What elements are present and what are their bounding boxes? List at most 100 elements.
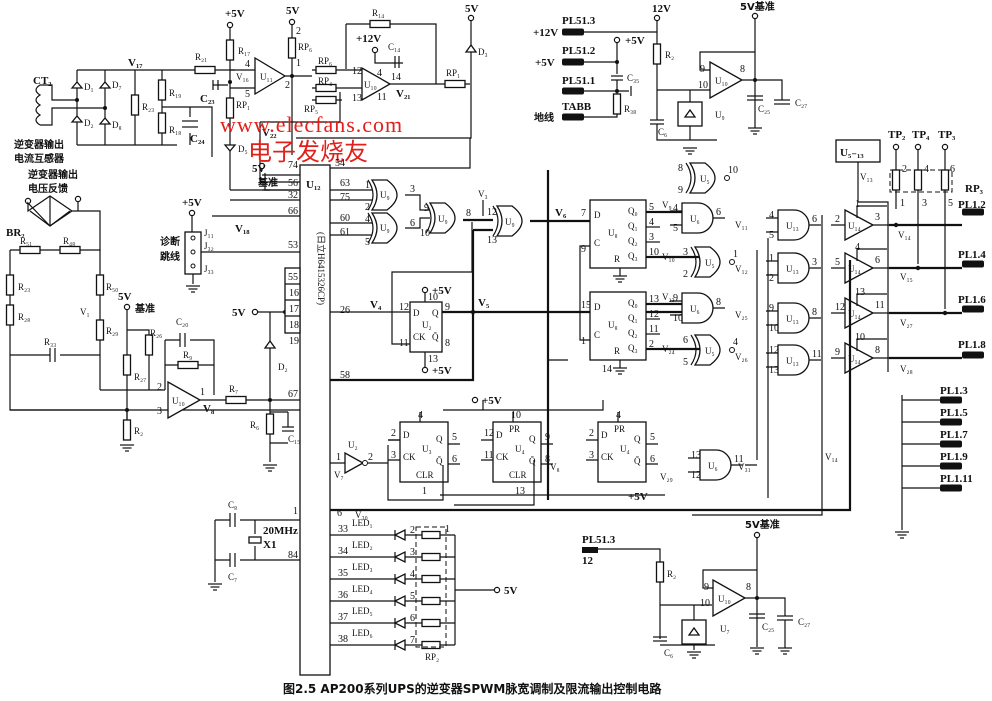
- ref-b-c27: C₂₇: [798, 617, 810, 627]
- r51-label: R₅₁: [20, 236, 32, 246]
- tp2-label: TP₂: [888, 129, 906, 141]
- counter-r-label: R: [614, 346, 620, 356]
- u13c-label: U₁₃: [786, 314, 799, 324]
- reference-bottom-section: PL51.3 12 R₂ C₆ U₇ 5V基准 U₁₀ 9 10 8 C₂₅ C…: [582, 518, 810, 659]
- diode-d7-icon: [98, 80, 112, 89]
- ground-plug-1: [940, 418, 962, 426]
- c14-label: C₁₄: [388, 42, 400, 52]
- v28-label: V₂₈: [900, 364, 913, 374]
- d8-label: D₈: [112, 120, 122, 130]
- ff-pin-ck: 11: [484, 450, 494, 461]
- led-3-label: LED₄: [352, 584, 373, 594]
- led-4-icon: [393, 616, 406, 630]
- u9b-p4: 4: [365, 214, 370, 225]
- v29-label: V₂₉: [660, 472, 673, 482]
- fb-pin1: 1: [200, 387, 205, 398]
- u14c-out: 11: [875, 300, 885, 311]
- flipflop-2: [597, 421, 647, 483]
- u10-pin12: 12: [352, 66, 362, 77]
- u9b-p6: 6: [410, 218, 415, 229]
- led-rp-common: 1: [445, 524, 450, 535]
- v18-label: V₁₈: [235, 223, 250, 235]
- ff-qn: Q̄: [436, 456, 443, 466]
- v6-label: V₆: [555, 207, 567, 219]
- opamp-u11-icon: [254, 56, 287, 96]
- u10-pin13: 13: [352, 93, 362, 104]
- ref-b-c25: C₂₅: [762, 622, 774, 632]
- u14a-out: 3: [875, 212, 880, 223]
- r28-label: R₂₈: [18, 312, 30, 322]
- crystal-freq: 20MHz: [263, 525, 298, 537]
- d1-label: D₁: [84, 82, 94, 92]
- tp3-label: TP₃: [938, 129, 956, 141]
- led-0-label: LED₁: [352, 518, 373, 528]
- counter-r-label: R: [614, 254, 620, 264]
- ff-pin-pr: 10: [511, 410, 521, 421]
- ff-pin-ck: 3: [391, 450, 396, 461]
- c8-label: C₈: [228, 500, 237, 510]
- counter-name: U₈: [608, 228, 618, 238]
- u9c-p10: 10: [420, 228, 430, 239]
- mcu-pin61: 61: [340, 227, 350, 238]
- r26-label: R₂₆: [150, 328, 162, 338]
- ground-plug-3: [940, 462, 962, 470]
- flipflop-u2: D CK Q Q̄ U₂ 12 11 9 8 10 13 +5V +5V V₄ …: [330, 222, 682, 382]
- ground-1-label: PL1.5: [940, 407, 968, 419]
- pl51-2-label: PL51.2: [562, 45, 596, 57]
- u2-qn-label: Q̄: [432, 332, 439, 342]
- u10-top-label: U₁₀: [364, 80, 377, 90]
- fb-u10-label: U₁₀: [172, 396, 185, 406]
- ff-q: Q: [529, 434, 536, 444]
- led-2-label: LED₃: [352, 562, 373, 572]
- diagnostic-jumper[interactable]: +5V J₁₁ J₃₂ J₃₃ 诊断 跳线: [160, 197, 300, 293]
- jumper-caption-2: 跳线: [160, 250, 180, 263]
- mcu-pin75: 75: [340, 192, 350, 203]
- pl1-4-label: PL1.4: [958, 249, 986, 261]
- buffer-u2-icon: [344, 451, 365, 475]
- diode-d1-icon: [70, 80, 84, 89]
- u9c-label: U₉: [438, 214, 448, 224]
- counter-q-label: Q₃: [628, 343, 638, 353]
- ref-12v-label: 12V: [652, 3, 671, 15]
- u13d-in1: 12: [769, 345, 779, 356]
- counter-out-a: V₂₃: [662, 292, 675, 302]
- ref-b-plug: [582, 547, 598, 553]
- u14d-in: 9: [835, 347, 840, 358]
- u13c-in1: 9: [769, 303, 774, 314]
- v8-ff-label: V₈: [550, 462, 560, 472]
- buffer-name: U₂: [348, 440, 358, 450]
- u9c-p8: 8: [466, 208, 471, 219]
- mcu-pin16: 16: [289, 288, 299, 299]
- rp1-label: RP₁: [236, 100, 250, 110]
- ground-3-label: PL1.9: [940, 451, 968, 463]
- ff-qn: Q̄: [634, 456, 641, 466]
- ff-clr: CLR: [509, 470, 527, 480]
- ground-2-label: PL1.7: [940, 429, 968, 441]
- counter-q-label: Q₀: [628, 206, 638, 216]
- ref-c25-label: C₂₅: [758, 104, 770, 114]
- ffchain-supply: +5V: [482, 395, 502, 407]
- xor-gate-network: U₉ U₉ 1 2 3 4 5 6 U₉ 9 10 8 V₃ U₉ 12 13 …: [330, 170, 590, 500]
- ref-5v-label: 5V基准: [740, 0, 775, 13]
- led-mcu-pin-1: 34: [338, 546, 348, 557]
- current-sensor-section: CT₂ D₁ D₇ D₂ D₈ V₁₇ R₂₃ R₁₉ R₁₈ C₂₄ R₂₁ …: [14, 52, 235, 165]
- watermark-name: 电子发烧友: [248, 138, 368, 166]
- ff-pr: PR: [509, 424, 520, 434]
- r7-label: R₇: [229, 384, 238, 394]
- c35-label: C₃₅: [627, 73, 639, 83]
- rp3-p2: 2: [902, 164, 907, 175]
- pl51-3-signal: +12V: [533, 27, 558, 39]
- ref-b-pin: 12: [582, 555, 594, 567]
- ff-d: D: [496, 430, 503, 440]
- ff-pr: PR: [614, 424, 625, 434]
- u13a-in2: 5: [769, 230, 774, 241]
- v1-label: V₁: [80, 307, 90, 317]
- u10-pin4: 4: [377, 68, 382, 79]
- u5a-in1: 3: [683, 247, 688, 258]
- buffer-pin1: 1: [336, 452, 341, 463]
- d2-fb-label: D₂: [278, 362, 288, 372]
- counter-pin-c: 9: [581, 244, 586, 255]
- pl1-8-label: PL1.8: [958, 339, 986, 351]
- ref-b-5v: 5V基准: [745, 518, 780, 531]
